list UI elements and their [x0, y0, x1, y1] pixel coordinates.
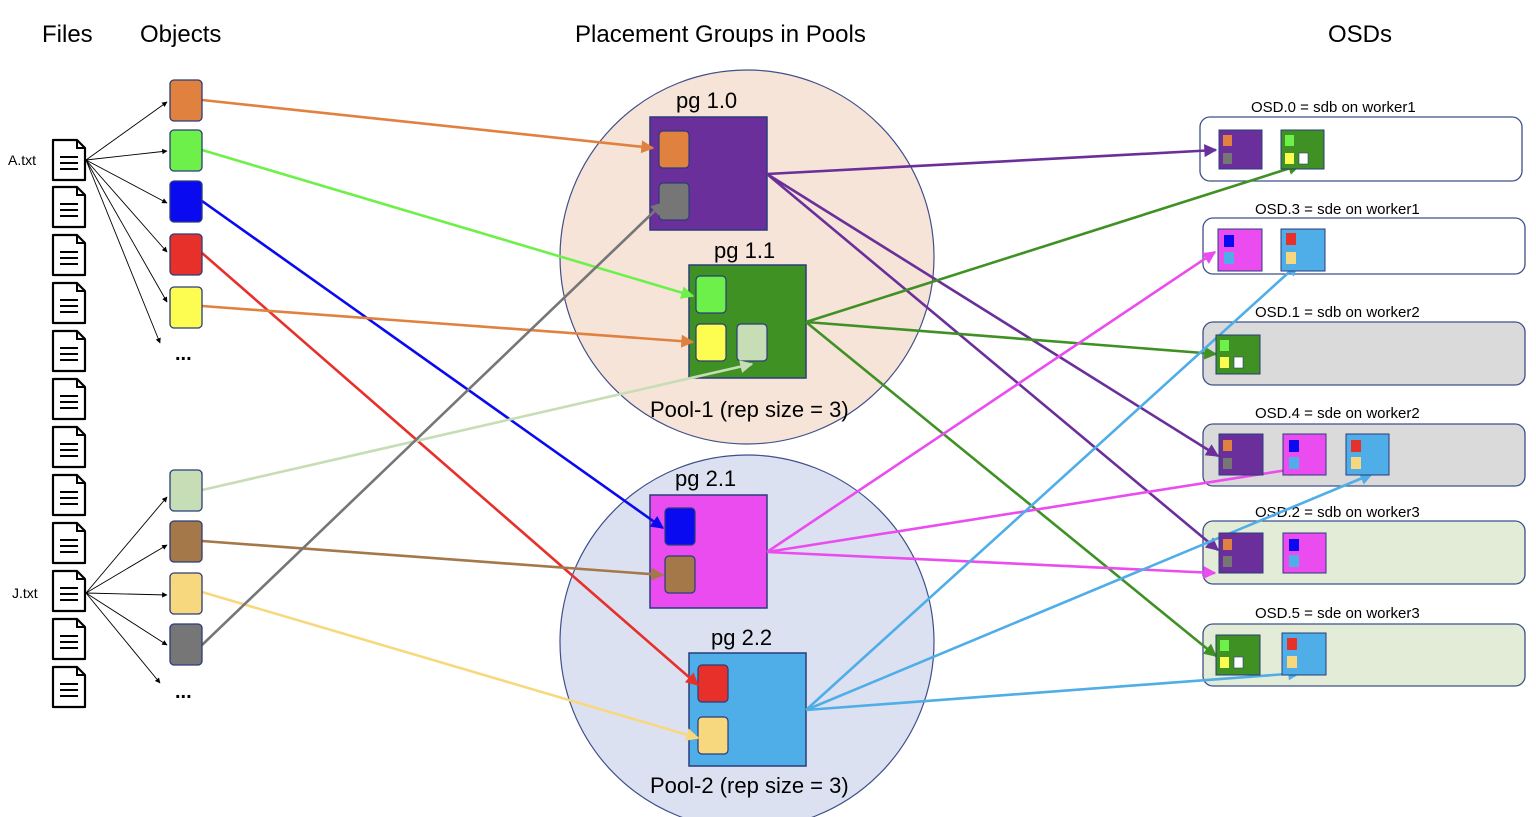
mini-object-brown: [1289, 555, 1299, 567]
mini-object-sage: [1233, 356, 1244, 369]
mini-object-gray: [1223, 153, 1232, 164]
pg-2-1-object-blue: [664, 507, 696, 546]
mini-object-red: [1351, 440, 1361, 452]
object-tan: [169, 572, 203, 615]
file-a-label: A.txt: [8, 152, 36, 168]
file-icon: [51, 665, 87, 709]
mini-object-yellow: [1285, 153, 1294, 164]
mini-object-orange: [1223, 440, 1232, 451]
file-icon: [51, 377, 87, 421]
file-j-label: J.txt: [12, 585, 38, 601]
file-icon: [51, 425, 87, 469]
osd-4-contents: [1218, 433, 1390, 476]
pg-1-1-object-sage: [736, 323, 768, 362]
mini-object-brown: [1224, 252, 1234, 264]
mini-object-tan: [1286, 252, 1296, 264]
object-to-pg-arrows: [201, 98, 754, 741]
pg-1-1-object-yellow: [695, 323, 727, 362]
pg-to-osd-arrows: [766, 144, 1374, 712]
osds-header: OSDs: [1328, 21, 1392, 48]
mini-object-gray: [1223, 556, 1232, 567]
pool-2-label: Pool-2 (rep size = 3): [650, 773, 849, 798]
mini-object-tan: [1351, 457, 1361, 469]
mini-object-blue: [1289, 539, 1299, 551]
osd-0-label: OSD.0 = sdb on worker1: [1251, 99, 1416, 116]
object-brown: [169, 520, 203, 563]
pg-1-1-object-lightgreen: [695, 275, 727, 314]
osd-3-label: OSD.3 = sde on worker1: [1255, 201, 1420, 218]
file-icon: [51, 233, 87, 277]
object-yellow: [169, 286, 203, 329]
mini-object-sage: [1233, 656, 1244, 669]
mini-object-red: [1286, 233, 1296, 245]
file-icon-a: [51, 138, 87, 182]
mini-object-yellow: [1220, 357, 1229, 368]
placement-groups-header: Placement Groups in Pools: [575, 21, 866, 48]
mini-object-orange: [1223, 135, 1232, 146]
files-header: Files: [42, 21, 93, 48]
object-orange: [169, 79, 203, 122]
mini-object-red: [1287, 638, 1297, 650]
mini-object-lightgreen: [1220, 640, 1229, 651]
pg-2-2-label: pg 2.2: [711, 625, 772, 650]
objects-ellipsis-a: ...: [175, 343, 192, 365]
objects-header: Objects: [140, 21, 221, 48]
pg-2-2-object-tan: [697, 716, 729, 755]
pg-2-2-object-red: [697, 664, 729, 703]
mini-object-gray: [1223, 458, 1232, 469]
osd-3-contents: [1217, 228, 1326, 272]
object-column: [169, 79, 203, 666]
osd-0-contents: [1218, 129, 1325, 170]
mini-object-blue: [1224, 235, 1234, 247]
osd-5-contents: [1215, 632, 1327, 676]
osd-1-contents: [1215, 334, 1261, 375]
object-lightgreen: [169, 129, 203, 172]
file-icon: [51, 473, 87, 517]
file-icon: [51, 617, 87, 661]
file-icon: [51, 521, 87, 565]
pg-1-0-label: pg 1.0: [676, 88, 737, 113]
pg-2-1-object-brown: [664, 555, 696, 594]
osd-5-label: OSD.5 = sde on worker3: [1255, 605, 1420, 622]
osd-1-label: OSD.1 = sdb on worker2: [1255, 304, 1420, 321]
pool-1-label: Pool-1 (rep size = 3): [650, 397, 849, 422]
mini-object-brown: [1289, 457, 1299, 469]
pg-1-1-label: pg 1.1: [714, 238, 775, 263]
mini-object-orange: [1223, 539, 1232, 550]
mini-object-lightgreen: [1220, 340, 1229, 351]
mini-object-lightgreen: [1285, 135, 1294, 146]
osd-2-contents: [1218, 532, 1327, 574]
file-to-object-arrows: [85, 101, 168, 684]
osd-4-label: OSD.4 = sde on worker2: [1255, 405, 1420, 422]
object-sage: [169, 469, 203, 512]
pg-2-1-label: pg 2.1: [675, 466, 736, 491]
object-gray: [169, 623, 203, 666]
mini-object-tan: [1287, 656, 1297, 668]
file-icon: [51, 281, 87, 325]
file-icon: [51, 329, 87, 373]
mini-object-yellow: [1220, 657, 1229, 668]
object-red: [169, 233, 203, 276]
mini-object-blue: [1289, 440, 1299, 452]
object-blue: [169, 180, 203, 223]
osd-2-label: OSD.2 = sdb on worker3: [1255, 504, 1420, 521]
file-icon-j: [51, 569, 87, 613]
file-icon: [51, 185, 87, 229]
objects-ellipsis-j: ...: [175, 681, 192, 703]
pg-1-0-object-gray: [658, 182, 690, 221]
mini-object-sage: [1298, 152, 1309, 165]
pg-1-0-object-orange: [658, 130, 690, 169]
